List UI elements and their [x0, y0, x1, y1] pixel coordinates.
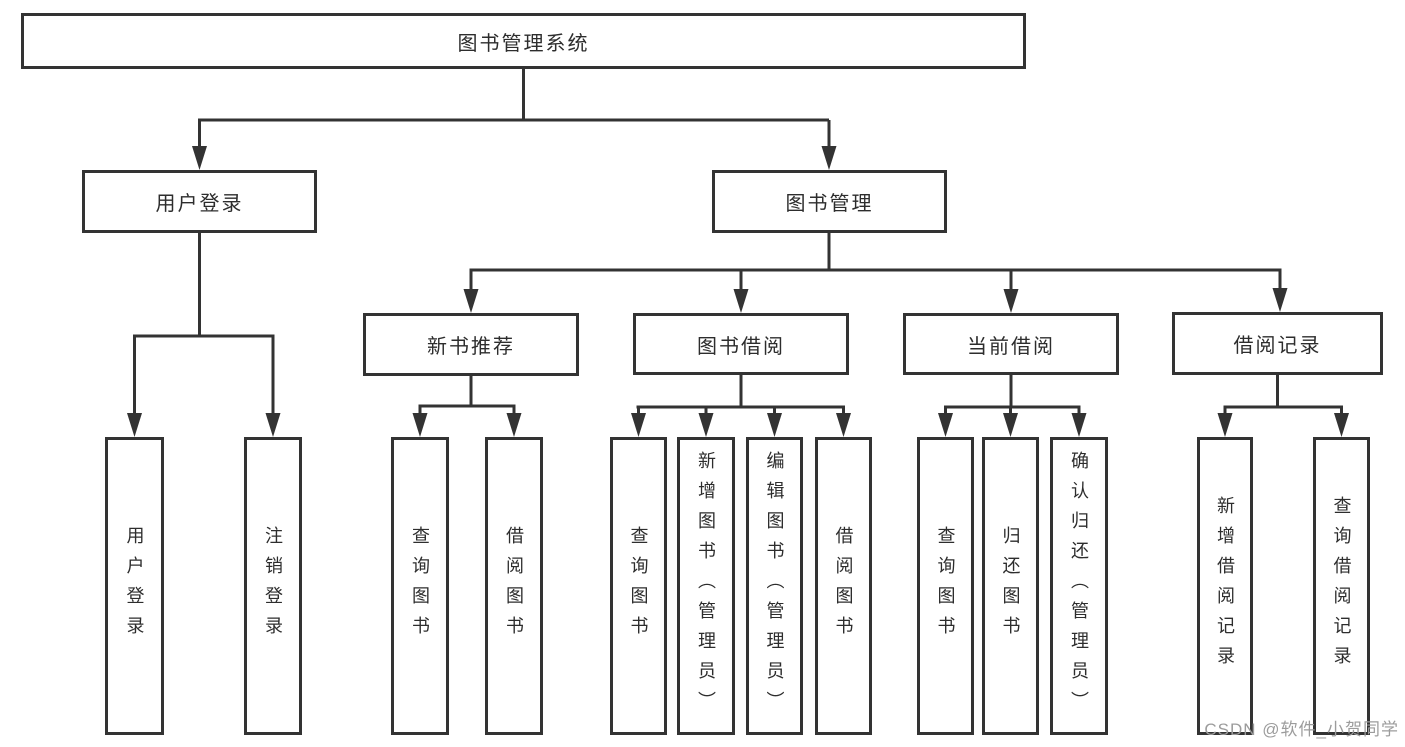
leaf-edit-book-admin: 编辑图书（管理员）	[746, 437, 803, 735]
leaf-user-login: 用户登录	[105, 437, 164, 735]
leaf-logout: 注销登录	[244, 437, 302, 735]
leaf-borrow-book: 借阅图书	[815, 437, 872, 735]
leaf-return-book: 归还图书	[982, 437, 1039, 735]
node-user-login: 用户登录	[82, 170, 317, 233]
node-current-borrowing: 当前借阅	[903, 313, 1119, 375]
node-library-system: 图书管理系统	[21, 13, 1026, 69]
node-book-management: 图书管理	[712, 170, 947, 233]
leaf-query-borrow-record: 查询借阅记录	[1313, 437, 1370, 735]
node-borrowing-records: 借阅记录	[1172, 312, 1383, 375]
leaf-borrow-book-recommend: 借阅图书	[485, 437, 543, 735]
leaf-add-book-admin: 新增图书（管理员）	[677, 437, 735, 735]
leaf-add-borrow-record: 新增借阅记录	[1197, 437, 1253, 735]
leaf-query-book-current: 查询图书	[917, 437, 974, 735]
csdn-watermark: CSDN @软件_小贺同学	[1204, 720, 1399, 739]
node-book-borrowing: 图书借阅	[633, 313, 849, 375]
leaf-query-book-recommend: 查询图书	[391, 437, 449, 735]
node-new-book-recommend: 新书推荐	[363, 313, 579, 376]
leaf-query-book-borrowing: 查询图书	[610, 437, 667, 735]
leaf-confirm-return-admin: 确认归还（管理员）	[1050, 437, 1108, 735]
